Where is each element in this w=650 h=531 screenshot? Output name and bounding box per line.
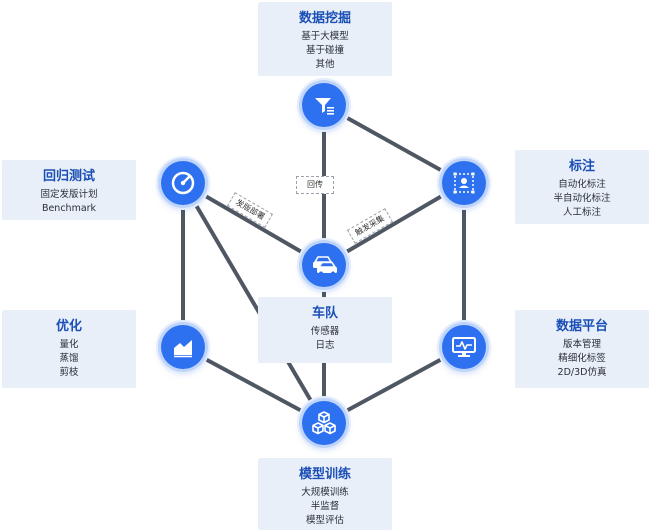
card-title: 标注 <box>568 159 595 174</box>
card-line: 蒸馏 <box>59 353 79 364</box>
card-line: 基于大模型 <box>301 31 349 42</box>
node-labeling[interactable] <box>442 161 486 205</box>
card-labeling: 标注 自动化标注 半自动化标注 人工标注 <box>515 150 649 224</box>
node-fleet[interactable] <box>302 243 346 287</box>
cars-icon <box>313 256 337 276</box>
edge-optimization-training <box>181 345 326 425</box>
edge-regression-fleet <box>181 181 326 267</box>
card-line: 剪枝 <box>59 367 79 378</box>
card-line: 固定发版计划 <box>40 189 98 200</box>
card-line: 半自动化标注 <box>553 193 611 204</box>
card-model-training: 模型训练 大规模训练 半监督 模型评估 <box>258 458 392 530</box>
edge-label-return: 回传 <box>296 176 334 194</box>
card-line: 基于碰撞 <box>305 45 344 56</box>
card-line: 精细化标签 <box>558 353 606 364</box>
card-line: 大规模训练 <box>301 487 349 498</box>
funnel-icon <box>315 98 334 115</box>
card-line: 量化 <box>59 339 79 350</box>
card-title: 车队 <box>311 306 338 321</box>
gauge-icon <box>171 171 195 195</box>
card-line: 日志 <box>315 340 335 351</box>
card-data-platform: 数据平台 版本管理 精细化标签 2D/3D仿真 <box>515 310 649 388</box>
card-line: 版本管理 <box>562 339 601 350</box>
card-line: 自动化标注 <box>558 179 606 190</box>
card-title: 回归测试 <box>42 169 95 184</box>
card-title: 数据挖掘 <box>298 11 351 26</box>
node-model-training[interactable] <box>302 401 346 445</box>
cubes-icon <box>312 411 336 435</box>
card-title: 优化 <box>55 319 82 334</box>
card-line: 模型评估 <box>305 515 344 526</box>
monitor-pulse-icon <box>452 337 476 357</box>
card-data-mining: 数据挖掘 基于大模型 基于碰撞 其他 <box>258 2 392 76</box>
edge-mining-labeling <box>322 103 466 185</box>
card-line: 其他 <box>315 59 335 70</box>
card-fleet: 车队 传感器 日志 <box>258 297 392 363</box>
card-title: 模型训练 <box>298 467 351 482</box>
card-line: 2D/3D仿真 <box>557 367 607 378</box>
card-optimization: 优化 量化 蒸馏 剪枝 <box>2 310 136 388</box>
area-chart-icon <box>174 340 192 358</box>
card-regression-test: 回归测试 固定发版计划 Benchmark <box>2 160 136 220</box>
card-line: 半监督 <box>310 501 340 512</box>
node-data-mining[interactable] <box>302 83 346 127</box>
bounding-box-user-icon <box>453 172 475 194</box>
node-regression-test[interactable] <box>161 161 205 205</box>
edge-platform-training <box>322 345 466 425</box>
node-optimization[interactable] <box>161 325 205 369</box>
card-line: 人工标注 <box>562 207 601 218</box>
card-line: 传感器 <box>310 326 340 337</box>
card-title: 数据平台 <box>555 319 608 334</box>
node-data-platform[interactable] <box>442 325 486 369</box>
edge-regression-training <box>181 181 326 425</box>
card-line: Benchmark <box>41 203 97 214</box>
edge-labeling-fleet <box>322 181 466 267</box>
